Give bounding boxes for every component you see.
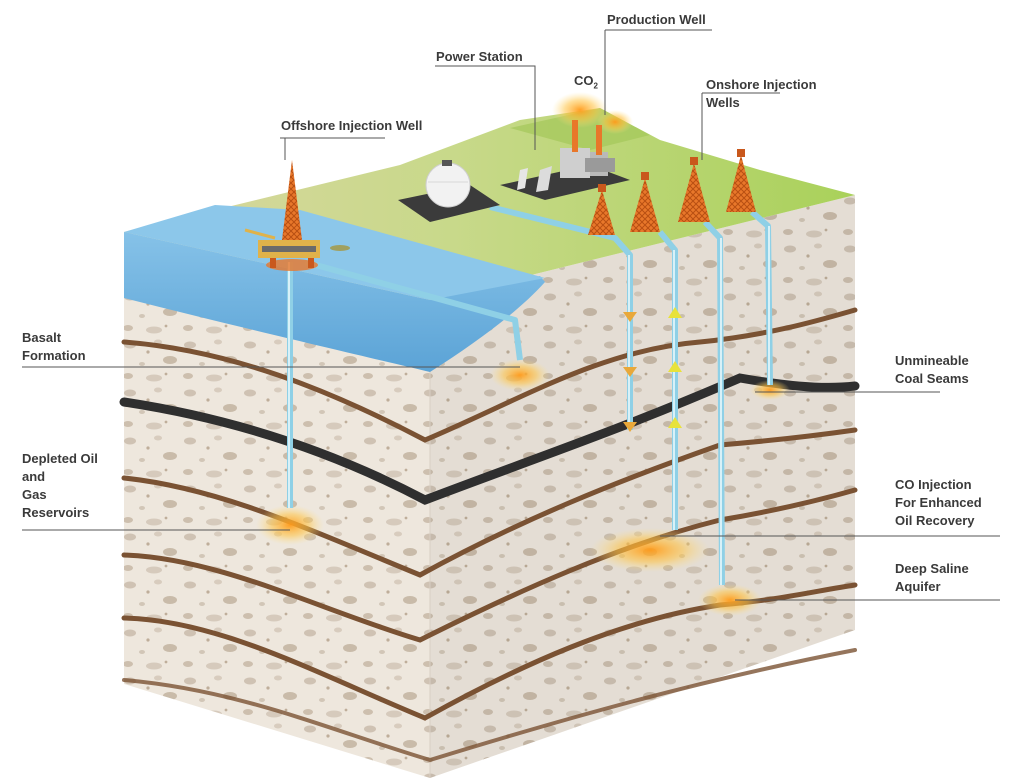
- pipes-highlight: [288, 226, 770, 585]
- up-arrow: [668, 307, 682, 318]
- down-arrow: [623, 422, 637, 432]
- label-basalt-formation: Basalt Formation: [22, 330, 86, 363]
- flow-arrows: [623, 307, 682, 432]
- up-arrow: [668, 417, 682, 428]
- power-station: [500, 120, 630, 200]
- onshore-rig: [630, 172, 660, 232]
- label-unmineable-coal-seams: Unmineable Coal Seams: [895, 353, 969, 386]
- label-offshore-injection-well: Offshore Injection Well: [281, 118, 423, 133]
- leader-lines: [22, 29, 1000, 601]
- sea: [124, 205, 545, 372]
- down-arrow: [623, 367, 637, 377]
- offshore-platform: [244, 160, 350, 271]
- up-arrow: [668, 361, 682, 372]
- onshore-rig: [726, 149, 756, 212]
- label-deep-saline-aquifer: Deep Saline Aquifer: [895, 561, 969, 594]
- storage-tank: [398, 160, 500, 222]
- label-co2: CO2: [574, 73, 598, 91]
- onshore-rig: [678, 157, 710, 222]
- label-co-injection: CO Injection For Enhanced Oil Recovery: [895, 477, 982, 528]
- label-production-well: Production Well: [607, 12, 706, 27]
- label-depleted-reservoirs: Depleted Oil and Gas Reservoirs: [22, 451, 98, 520]
- label-onshore-injection-wells: Onshore Injection Wells: [706, 77, 817, 110]
- onshore-rig: [588, 184, 615, 235]
- label-power-station: Power Station: [436, 49, 523, 64]
- co2-glows: [256, 92, 790, 616]
- down-arrow: [623, 312, 637, 322]
